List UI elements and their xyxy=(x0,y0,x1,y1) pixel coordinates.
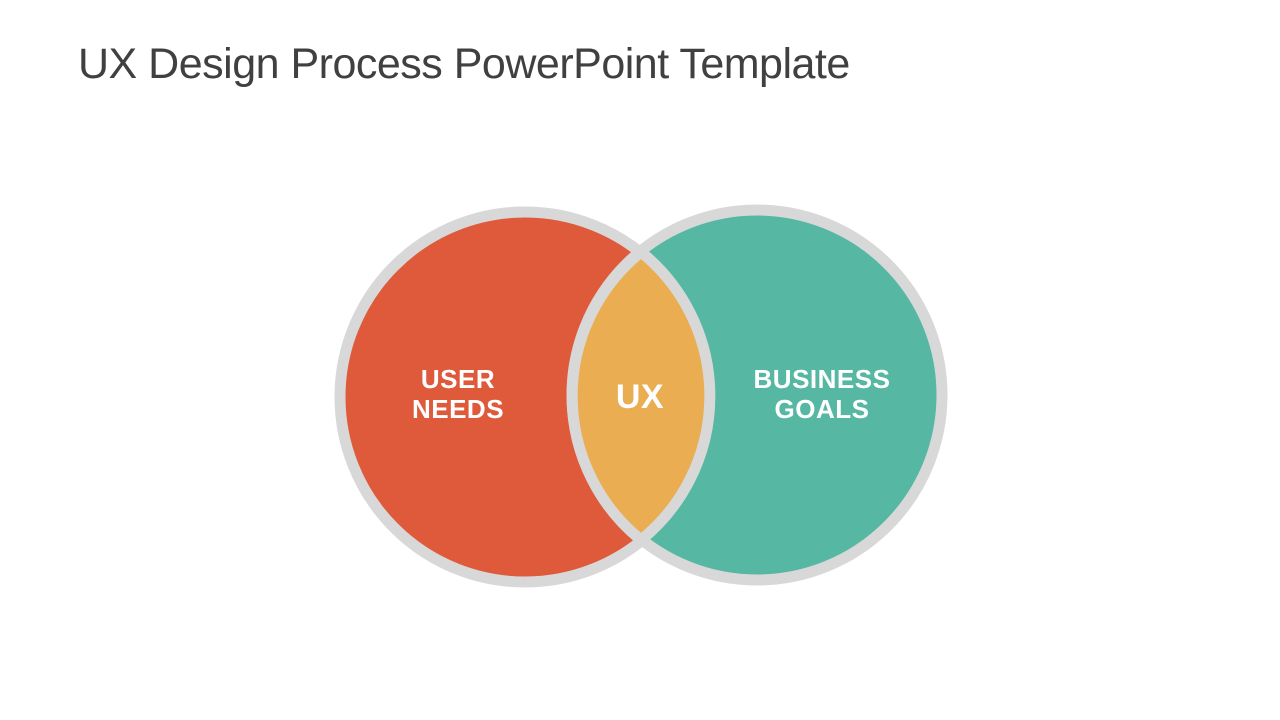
intersection-lens[interactable] xyxy=(566,246,716,546)
label-business-goals-line1: BUSINESS xyxy=(754,364,891,394)
label-business-goals-line2: GOALS xyxy=(775,394,870,424)
label-user-needs-line1: USER xyxy=(421,364,495,394)
slide-title: UX Design Process PowerPoint Template xyxy=(78,40,850,88)
label-ux: UX xyxy=(616,378,664,416)
label-user-needs-line2: NEEDS xyxy=(412,394,504,424)
